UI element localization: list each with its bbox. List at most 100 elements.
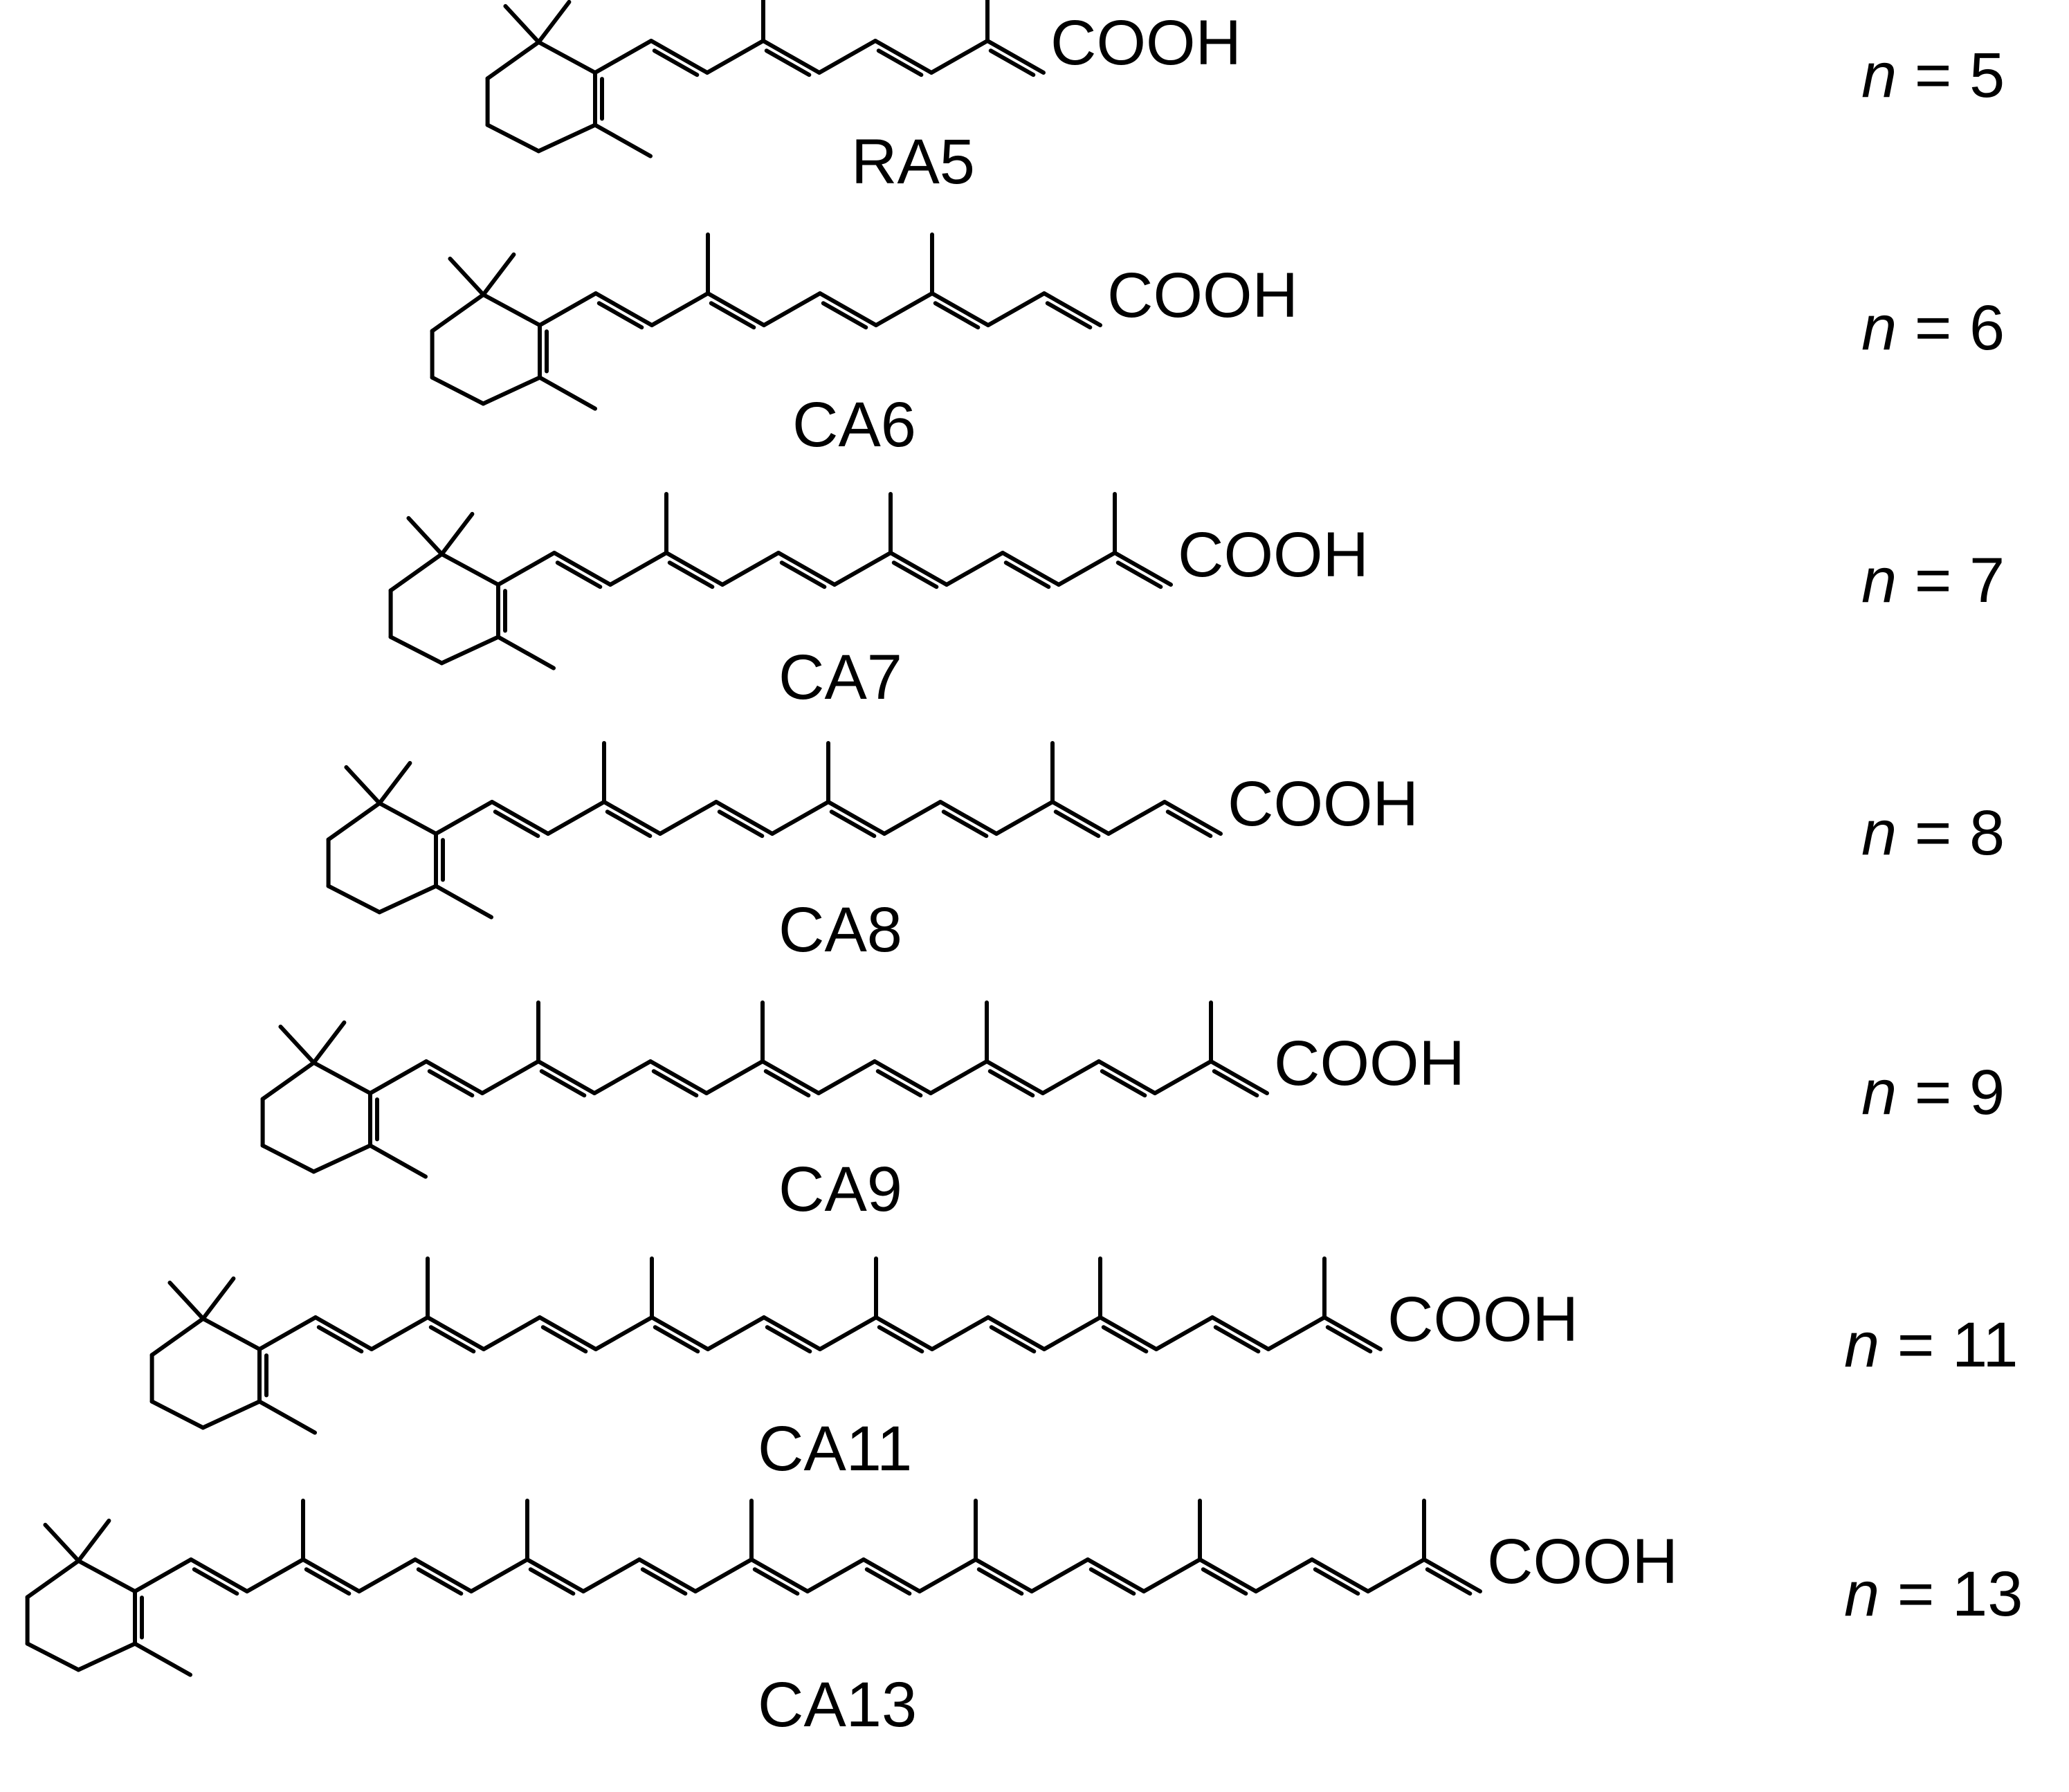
bond-line (528, 1567, 576, 1596)
bond-line (653, 1325, 700, 1354)
bond-line (930, 291, 990, 327)
bond-line (357, 1557, 417, 1593)
molecule-ca9 (260, 1000, 1269, 1179)
bond-line (555, 560, 603, 589)
chain-length-label-ca6: n = 6 (1861, 293, 2005, 363)
bond-line (1106, 800, 1167, 836)
bond-line (538, 375, 597, 411)
bond-line (536, 122, 597, 154)
compound-name-ca13: CA13 (758, 1670, 917, 1740)
bond-line (1041, 1059, 1101, 1095)
carboxyl-group-label: COOH (1487, 1526, 1678, 1597)
bond-line (1101, 1325, 1149, 1354)
bond-line (481, 375, 542, 406)
bond-line (704, 1059, 765, 1095)
bond-line (503, 3, 541, 44)
bond-line (608, 551, 668, 587)
bond-line (413, 1557, 473, 1593)
bond-line (650, 291, 710, 327)
bond-line (388, 634, 444, 666)
bond-line (763, 1069, 811, 1098)
bond-line (994, 800, 1055, 836)
bond-line (988, 48, 1036, 77)
compound-name-ra5: RA5 (851, 127, 975, 197)
bond-line (538, 1315, 598, 1351)
bond-line (693, 1557, 754, 1593)
bond-line (536, 0, 572, 44)
bond-line (430, 375, 486, 406)
chain-length-label-ca7: n = 7 (1861, 545, 2005, 616)
carboxyl-group-label: COOH (1228, 769, 1419, 839)
structure-row-ca13: CA13 COOH n = 13 (25, 1499, 2023, 1740)
bond-line (1097, 1059, 1157, 1095)
bond-line (829, 810, 877, 839)
bond-line (976, 1567, 1024, 1596)
bond-line (201, 1276, 236, 1321)
bond-line (891, 560, 939, 589)
bond-line (427, 1069, 475, 1098)
bond-line (1098, 1315, 1158, 1351)
bond-line (368, 1143, 428, 1179)
bond-line (593, 39, 653, 75)
bond-line (1045, 301, 1093, 330)
bond-line (930, 1315, 990, 1351)
bond-line (987, 1069, 1035, 1098)
bond-line (1212, 1069, 1259, 1098)
bond-line (368, 1059, 428, 1095)
bond-line (658, 800, 718, 836)
bond-line (770, 800, 830, 836)
bond-line (149, 1399, 206, 1430)
bond-line (1100, 1069, 1147, 1098)
bond-line (874, 1315, 934, 1351)
bond-line (434, 884, 493, 920)
bond-line (1422, 1557, 1482, 1593)
bond-line (720, 551, 781, 587)
bond-line (667, 560, 715, 589)
structure-row-ca7: CA7 COOH n = 7 (388, 492, 2005, 713)
bond-line (313, 1315, 374, 1351)
chain-length-label-ca11: n = 11 (1844, 1310, 2018, 1380)
bond-line (929, 39, 990, 75)
bond-line (304, 1567, 352, 1596)
bond-line (862, 1557, 922, 1593)
bond-line (311, 1020, 347, 1065)
bond-line (877, 1325, 924, 1354)
molecule-ca8 (326, 741, 1223, 920)
bond-line (752, 1567, 800, 1596)
structure-row-ca8: CA8 COOH n = 8 (326, 741, 2005, 965)
bond-line (1425, 1567, 1473, 1596)
bond-line (1165, 810, 1213, 839)
bond-line (260, 1060, 316, 1101)
structure-row-ra5: RA5 COOH n = 5 (485, 0, 2005, 197)
bond-line (257, 1399, 317, 1435)
bond-line (311, 1143, 372, 1174)
bond-line (594, 291, 654, 327)
bond-line (388, 551, 444, 593)
bond-line (882, 800, 942, 836)
bond-line (1053, 810, 1101, 839)
bond-line (650, 1315, 710, 1351)
compound-name-ca6: CA6 (792, 390, 916, 460)
bond-line (941, 810, 989, 839)
bond-line (43, 1522, 81, 1563)
bond-line (482, 1315, 542, 1351)
bond-line (602, 800, 662, 836)
bond-line (651, 1069, 699, 1098)
bond-line (986, 291, 1046, 327)
bond-line (538, 291, 598, 327)
bond-line (864, 1567, 912, 1596)
bond-line (1088, 1567, 1136, 1596)
bond-line (536, 39, 597, 75)
molecule-ca6 (430, 232, 1102, 411)
bond-line (496, 634, 556, 670)
bond-line (648, 1059, 709, 1095)
bond-line (311, 1060, 372, 1095)
bond-line (552, 551, 612, 587)
bond-line (705, 39, 765, 75)
bond-line (1310, 1557, 1370, 1593)
bond-line (493, 810, 540, 839)
bond-line (133, 1641, 192, 1677)
bond-line (832, 551, 893, 587)
bond-line (434, 800, 494, 836)
bond-line (406, 515, 444, 556)
